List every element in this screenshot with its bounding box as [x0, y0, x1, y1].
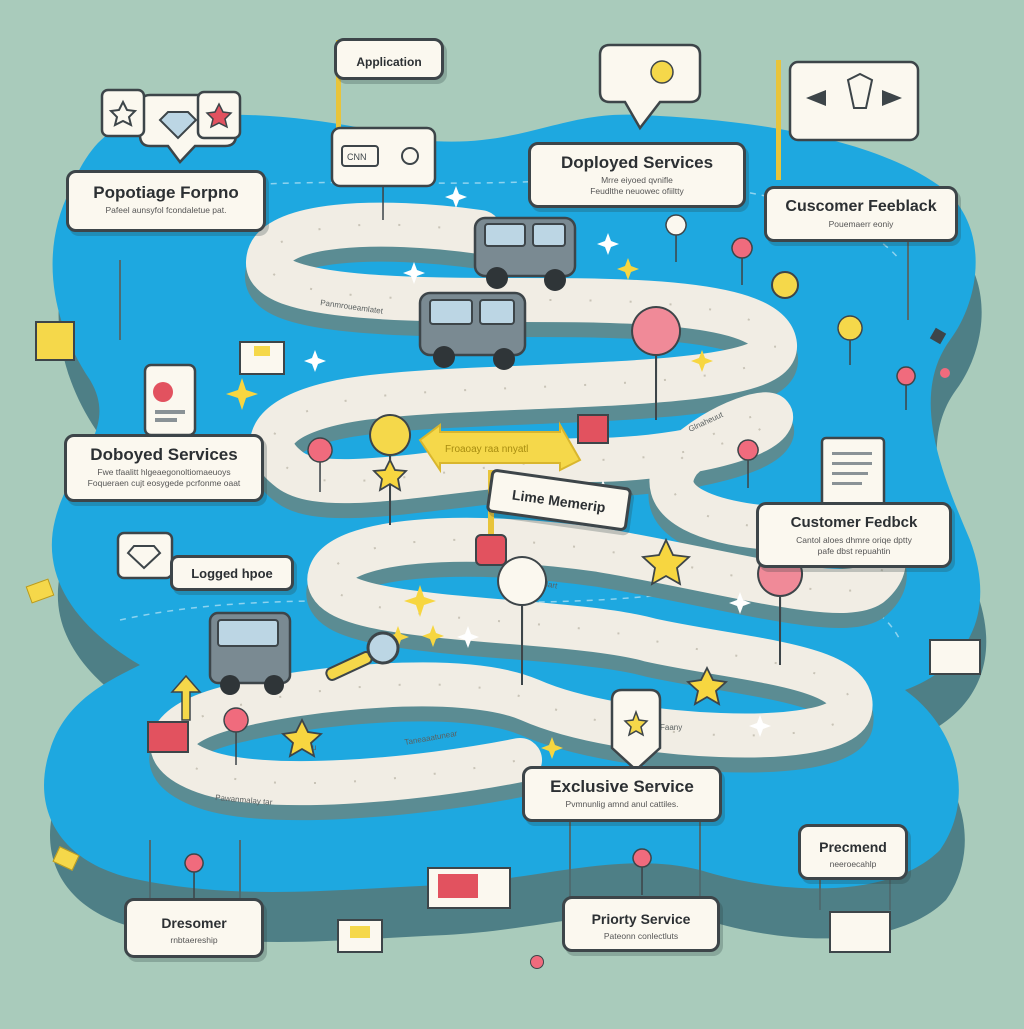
customer-feedback-right-sub2: pafe dbst repuahtin [817, 546, 891, 556]
application-card[interactable]: Application [334, 38, 444, 80]
deployed-services-left-title: Doboyed Services [90, 445, 238, 464]
deployed-services-top-sub1: Mrre eiyoed qvnifle [601, 175, 673, 185]
premand-title: Precmend [819, 839, 887, 855]
coin-icon [771, 271, 799, 299]
star-bubble-icon [100, 88, 242, 140]
truck-icon [473, 216, 577, 291]
deployed-services-top-card[interactable]: Doployed Services Mrre eiyoed qvnifle Fe… [528, 142, 746, 208]
popular-card[interactable]: Popotiage Forpno Pafeel aunsyfol fcondal… [66, 170, 266, 232]
card-stems [119, 240, 909, 910]
pink-dot-icon [940, 368, 950, 378]
sparkle-icon [226, 258, 713, 759]
person-arrows-icon [788, 60, 920, 142]
customer-feedback-top-title: Cuscomer Feeblack [785, 198, 937, 215]
truck-icon [418, 291, 527, 370]
deployed-services-left-card[interactable]: Doboyed Services Fwe tfaalitt hlgeaegono… [64, 434, 264, 502]
priority-service-title: Priorty Service [591, 911, 691, 927]
customer-feedback-right-title: Customer Fedbck [790, 514, 918, 531]
arrow-icon [170, 674, 202, 721]
premand-card[interactable]: Precmend neeroecahlp [798, 824, 908, 880]
window-label: CNN [347, 152, 367, 162]
truck-icon [208, 611, 292, 695]
dresomer-sub: rnbtaereship [170, 935, 218, 945]
deployed-services-left-sub2: Foqueraen cujt eosygede pcrfonme oaat [87, 478, 241, 488]
document-icon [820, 436, 886, 508]
star-icon [280, 457, 729, 758]
exclusive-service-card[interactable]: Exclusive Service Pvmnunlig amnd anul ca… [522, 766, 722, 822]
profile-card-icon [143, 363, 197, 437]
exclusive-service-sub: Pvmnunlig amnd anul cattiles. [565, 799, 679, 809]
arrow-icon: Froaoay raa nnyatl [418, 421, 582, 474]
magnifier-icon [325, 631, 400, 681]
customer-feedback-right-card[interactable]: Customer Fedbck Cantol aloes dhmre oriqe… [756, 502, 952, 568]
priority-service-sub: Pateonn conlectluts [603, 931, 679, 941]
exclusive-service-title: Exclusive Service [550, 777, 694, 796]
premand-sub: neeroecahlp [829, 859, 877, 869]
star-bubble-icon [610, 688, 662, 772]
priority-service-card[interactable]: Priorty Service Pateonn conlectluts [562, 896, 720, 952]
diamond-badge-icon [116, 531, 174, 580]
deployed-services-top-sub2: Feudlthe neuowec ofiiltty [590, 186, 684, 196]
application-window-icon: CNN [330, 126, 437, 188]
popular-title: Popotiage Forpno [93, 183, 239, 202]
arrow-text: Froaoay raa nnyatl [445, 444, 528, 455]
shield-bubble-icon [598, 43, 702, 131]
book-stack-icon [427, 867, 891, 953]
deployed-services-top-title: Doployed Services [560, 153, 714, 172]
popular-sub: Pafeel aunsyfol fcondaletue pat. [105, 205, 227, 215]
customer-feedback-top-card[interactable]: Cuscomer Feeblack Pouemaerr eoniy [764, 186, 958, 242]
customer-feedback-top-sub: Pouemaerr eoniy [828, 219, 894, 229]
customer-feedback-right-sub1: Cantol aloes dhmre oriqe dptty [796, 535, 912, 545]
deployed-services-left-sub1: Fwe tfaalitt hlgeaegonoltiomaeuoys [97, 467, 231, 477]
dresomer-card[interactable]: Dresomer rnbtaereship [124, 898, 264, 958]
road-label-6: Faany [660, 723, 682, 732]
gift-box-icon [35, 321, 981, 953]
pink-dot-icon [530, 955, 544, 969]
application-title: Application [356, 55, 422, 69]
logged-title: Logged hpoe [191, 566, 273, 581]
logged-card[interactable]: Logged hpoe [170, 555, 294, 591]
dresomer-title: Dresomer [161, 915, 227, 931]
